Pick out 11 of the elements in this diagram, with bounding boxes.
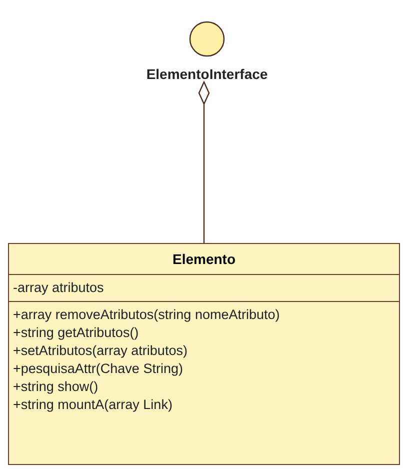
method-text: +setAtributos(array atributos) xyxy=(13,342,188,360)
method-text: +string getAtributos() xyxy=(13,324,140,342)
interface-name: ElementoInterface xyxy=(146,66,268,82)
method-text: +pesquisaAttr(Chave String) xyxy=(13,360,184,378)
class-box xyxy=(8,243,400,465)
method-text: +array removeAtributos(string nomeAtributo) xyxy=(13,306,281,324)
method-text: +string mountA(array Link) xyxy=(13,396,174,414)
class-name: Elemento xyxy=(171,250,236,269)
method-text: +string show() xyxy=(13,378,100,396)
attribute-text: -array atributos xyxy=(13,279,105,297)
aggregation-line xyxy=(198,81,210,243)
